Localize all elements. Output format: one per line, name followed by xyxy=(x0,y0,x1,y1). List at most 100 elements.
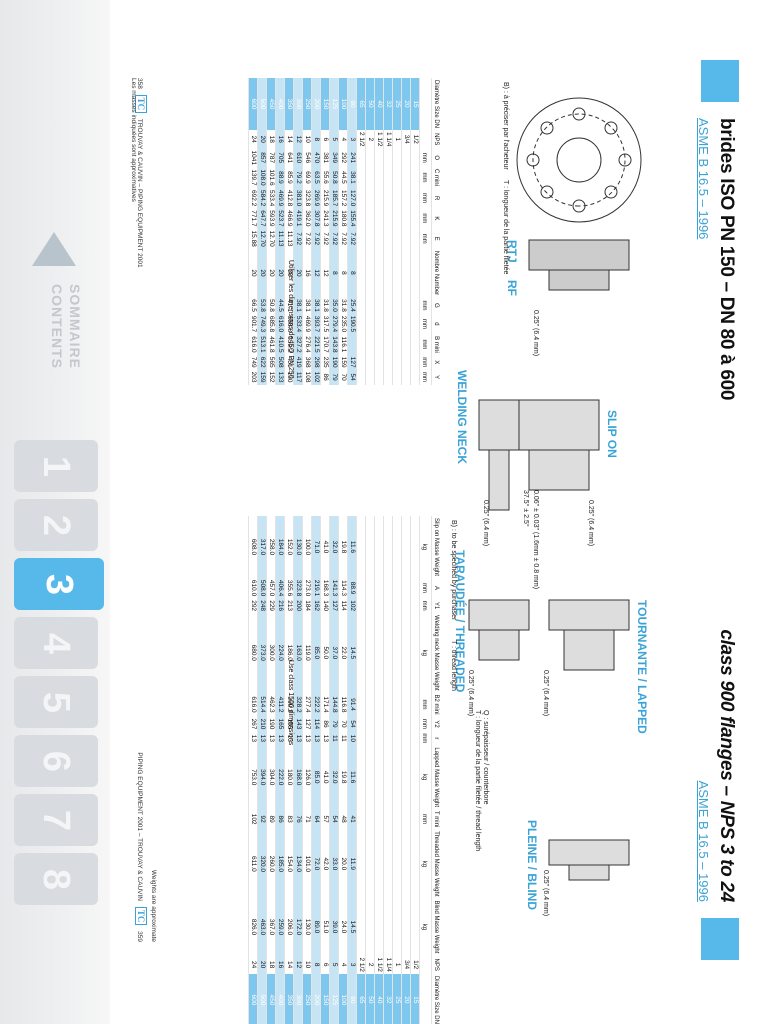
table-cell xyxy=(357,313,366,335)
table-cell: 31.8 xyxy=(321,297,330,314)
table-cell: 533.4 xyxy=(267,187,276,209)
table-cell: 457.0 xyxy=(267,577,276,599)
table-cell: 38.1 xyxy=(348,166,357,188)
column-header: R xyxy=(432,187,444,209)
table-cell: 32 xyxy=(384,973,393,1024)
table-cell: 276.4 xyxy=(303,334,312,355)
table-cell: 328.2 xyxy=(294,692,303,717)
table-cell xyxy=(384,598,393,614)
chapter-tab-1[interactable]: 1 xyxy=(14,440,98,492)
table-cell xyxy=(357,716,366,732)
right-accent-block xyxy=(701,918,739,960)
rf-label: RF xyxy=(505,280,519,296)
column-header: C mini xyxy=(432,166,444,188)
chapter-tab-3[interactable]: 3 xyxy=(14,558,104,610)
table-cell: 190.5 xyxy=(348,313,357,335)
chapter-tab-6[interactable]: 6 xyxy=(14,735,98,787)
table-cell: 184.0 xyxy=(276,516,285,578)
table-cell: 362.0 xyxy=(303,208,312,229)
table-cell xyxy=(384,166,393,188)
column-header: r xyxy=(432,731,444,746)
table-cell: 70 xyxy=(339,369,348,385)
table-cell xyxy=(393,166,402,188)
table-cell xyxy=(393,577,402,599)
chapter-tab-2[interactable]: 2 xyxy=(14,499,98,551)
table-cell: 771.7 xyxy=(249,208,258,229)
table-cell xyxy=(357,187,366,209)
table-cell xyxy=(375,716,384,732)
right-t2-note: T : thread length xyxy=(450,640,457,691)
right-page-title: class 900 flanges – NPS 3 to 24 xyxy=(716,629,737,902)
table-cell: 235 xyxy=(321,354,330,370)
chapter-tab-7[interactable]: 7 xyxy=(14,794,98,846)
table-cell xyxy=(393,228,402,249)
table-cell: 4 xyxy=(339,955,348,974)
chapter-tab-5[interactable]: 5 xyxy=(14,676,98,728)
table-cell: 508.0 xyxy=(258,577,267,599)
table-cell xyxy=(393,516,402,578)
table-cell: 100.0 xyxy=(303,516,312,578)
table-cell: 705 xyxy=(276,148,285,167)
table-cell: 267 xyxy=(249,716,258,732)
table-cell: 610 xyxy=(294,148,303,167)
table-cell xyxy=(402,809,411,830)
right-standard-link[interactable]: ASME B 16.5 – 1996 xyxy=(696,780,711,902)
column-header: Diamètre Size DN xyxy=(432,78,444,131)
table-cell: 616.0 xyxy=(249,692,258,717)
table-cell: 92 xyxy=(258,809,267,830)
table-cell: 114 xyxy=(312,716,321,732)
table-cell: 20 xyxy=(294,248,303,298)
table-cell: 10 xyxy=(348,731,357,746)
table-cell: 400 xyxy=(276,973,285,1024)
left-footer-note: Les masses indiquées sont approximatives xyxy=(130,78,137,202)
table-cell: 466.9 xyxy=(285,208,294,229)
table-cell: 13 xyxy=(303,731,312,746)
table-cell: 546 xyxy=(303,148,312,167)
unit-header: mm xyxy=(420,334,432,355)
taper-note: 0.06" ± 0.03" (1.6mm ± 0.8 mm) xyxy=(532,490,539,590)
table-cell: 80 xyxy=(348,78,357,131)
table-cell xyxy=(375,898,384,956)
table-cell xyxy=(411,516,420,578)
table-cell: 200 xyxy=(312,78,321,131)
table-cell xyxy=(402,613,411,693)
table-cell: 514.4 xyxy=(258,692,267,717)
table-cell xyxy=(375,745,384,810)
table-cell xyxy=(366,898,375,956)
table-cell: 1 1/2 xyxy=(375,955,384,974)
table-cell: 210 xyxy=(258,716,267,732)
column-header: Y2 xyxy=(432,716,444,732)
table-cell xyxy=(411,166,420,188)
table-cell: 12 xyxy=(294,130,303,149)
table-cell: 143.8 xyxy=(330,334,339,355)
table-cell: 533.4 xyxy=(294,313,303,335)
table-cell: 787 xyxy=(267,148,276,167)
table-cell: 901.7 xyxy=(249,313,258,335)
table-cell: 16 xyxy=(276,130,285,149)
left-standard-link[interactable]: ASME B 16.5 – 1996 xyxy=(696,118,711,240)
left-b-note: B) : à préciser par l'acheteur xyxy=(502,82,509,170)
table-cell: 222.0 xyxy=(276,745,285,810)
table-cell: 13 xyxy=(249,731,258,746)
chapter-tab-label: 2 xyxy=(35,514,78,536)
table-cell: 1 xyxy=(393,130,402,149)
table-cell: 39.0 xyxy=(330,898,339,956)
table-cell: 19.8 xyxy=(339,745,348,810)
table-cell: 14.5 xyxy=(348,898,357,956)
table-cell: 13 xyxy=(312,731,321,746)
chapter-tab-8[interactable]: 8 xyxy=(14,853,98,905)
table-cell xyxy=(402,598,411,614)
right-footer-note: Weights are approximate xyxy=(150,869,157,942)
chapter-tab-4[interactable]: 4 xyxy=(14,617,98,669)
table-cell: 224.0 xyxy=(276,613,285,693)
table-cell: 127 xyxy=(303,716,312,732)
table-cell: 102 xyxy=(249,809,258,830)
column-header: NPS xyxy=(432,130,444,149)
table-cell: 50.8 xyxy=(267,297,276,314)
